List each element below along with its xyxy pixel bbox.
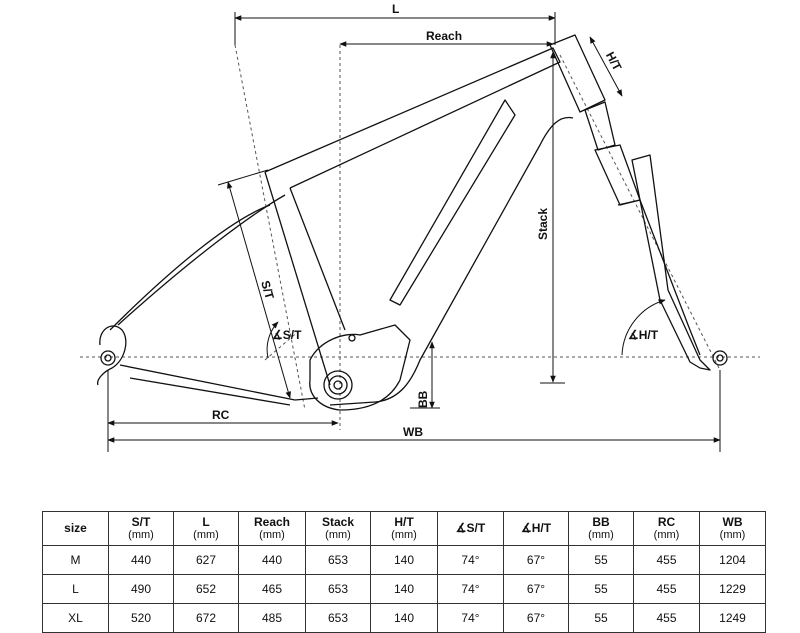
label-st-angle: ∡S/T [272,328,302,342]
table-cell: 672 [173,603,239,633]
column-header: RC(mm) [633,511,700,546]
table-cell: 653 [305,545,371,575]
table-cell: 74° [437,545,504,575]
column-header: size [42,511,109,546]
table-cell: 455 [633,574,700,604]
column-header: Stack(mm) [305,511,371,546]
table-cell: 520 [108,603,174,633]
table-cell: 653 [305,574,371,604]
table-cell: 652 [173,574,239,604]
label-ht-angle: ∡H/T [628,328,659,342]
table-row: M 440 627 440 653 140 74° 67° 55 455 120… [42,545,766,575]
table-cell: 455 [633,603,700,633]
column-header: WB(mm) [699,511,766,546]
column-header: Reach(mm) [238,511,306,546]
table-cell: 455 [633,545,700,575]
table-cell: 67° [503,545,569,575]
size-cell: L [42,574,109,604]
table-cell: 490 [108,574,174,604]
table-cell: 140 [370,545,438,575]
table-cell: 440 [238,545,306,575]
table-cell: 465 [238,574,306,604]
column-header: ∡S/T [437,511,504,546]
table-cell: 1229 [699,574,766,604]
table-cell: 485 [238,603,306,633]
table-cell: 1204 [699,545,766,575]
table-cell: 55 [568,574,634,604]
table-cell: 55 [568,603,634,633]
label-wb: WB [403,425,423,439]
table-cell: 140 [370,574,438,604]
table-header-row: size S/T(mm) L(mm) Reach(mm) Stack(mm) H… [42,511,766,546]
table-row: L 490 652 465 653 140 74° 67° 55 455 122… [42,574,766,604]
label-reach: Reach [426,29,462,43]
label-bb: BB [416,390,430,408]
table-cell: 627 [173,545,239,575]
table-cell: 55 [568,545,634,575]
table-cell: 67° [503,574,569,604]
table-cell: 653 [305,603,371,633]
column-header: H/T(mm) [370,511,438,546]
size-cell: XL [42,603,109,633]
column-header: L(mm) [173,511,239,546]
label-l: L [392,2,399,16]
guide-lines [80,44,760,430]
size-cell: M [42,545,109,575]
bike-frame [97,34,728,411]
table-row: XL 520 672 485 653 140 74° 67° 55 455 12… [42,603,766,633]
table-cell: 440 [108,545,174,575]
table-cell: 74° [437,574,504,604]
table-cell: 67° [503,603,569,633]
column-header: BB(mm) [568,511,634,546]
bike-geometry-diagram: L Reach H/T Stack S/T ∡S/T ∡H/T BB RC WB [80,2,760,452]
geometry-table: size S/T(mm) L(mm) Reach(mm) Stack(mm) H… [42,511,766,633]
table-cell: 140 [370,603,438,633]
column-header: ∡H/T [503,511,569,546]
table-cell: 74° [437,603,504,633]
label-st: S/T [258,279,277,301]
label-rc: RC [212,408,230,422]
label-stack: Stack [536,208,550,240]
label-ht: H/T [603,49,625,73]
table-cell: 1249 [699,603,766,633]
dimension-lines [107,12,721,452]
column-header: S/T(mm) [108,511,174,546]
